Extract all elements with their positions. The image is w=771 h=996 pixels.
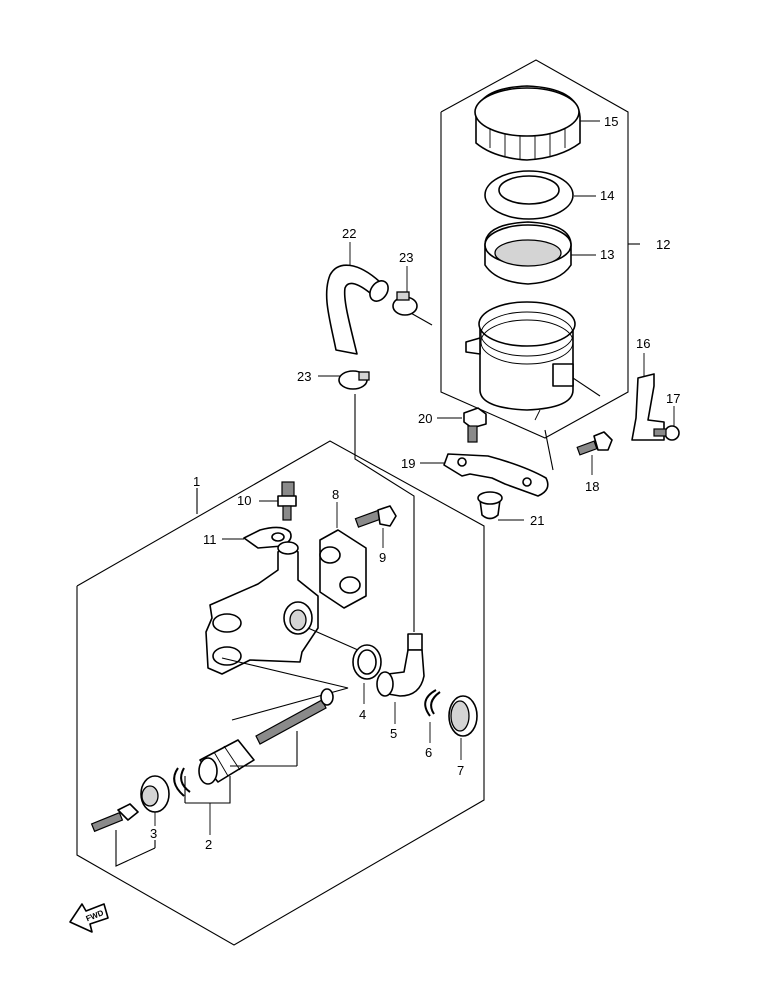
callout-12: 12 bbox=[656, 237, 670, 252]
callout-7: 7 bbox=[457, 763, 464, 778]
reservoir-bracket bbox=[443, 453, 549, 497]
callout-21: 21 bbox=[530, 513, 544, 528]
callout-2: 2 bbox=[205, 837, 212, 852]
callout-11: 11 bbox=[203, 532, 217, 547]
callout-23-upper: 23 bbox=[399, 250, 413, 265]
reservoir-hose bbox=[325, 264, 389, 355]
handlebar-holder bbox=[319, 529, 367, 609]
reservoir-cap bbox=[474, 85, 581, 161]
hose-joint bbox=[376, 633, 425, 697]
hose-clamp-lower bbox=[338, 370, 370, 390]
callout-22: 22 bbox=[342, 226, 356, 241]
holder-bolt bbox=[354, 505, 397, 528]
callout-13: 13 bbox=[600, 247, 614, 262]
push-rod-boot bbox=[140, 775, 170, 813]
reservoir-body bbox=[465, 301, 576, 421]
callout-19: 19 bbox=[401, 456, 415, 471]
grommet bbox=[477, 491, 503, 520]
bolt-18 bbox=[576, 431, 613, 456]
callout-3: 3 bbox=[150, 826, 157, 841]
bolt-20 bbox=[463, 407, 487, 443]
callout-15: 15 bbox=[604, 114, 618, 129]
callout-6: 6 bbox=[425, 745, 432, 760]
diaphragm-plate bbox=[484, 170, 574, 220]
callout-5: 5 bbox=[390, 726, 397, 741]
callout-18: 18 bbox=[585, 479, 599, 494]
screw-17 bbox=[653, 425, 680, 441]
push-rod bbox=[90, 803, 139, 833]
hose-clamp-upper bbox=[392, 291, 418, 316]
callout-17: 17 bbox=[666, 391, 680, 406]
callout-1: 1 bbox=[193, 474, 200, 489]
callout-4: 4 bbox=[359, 707, 366, 722]
circlip-6 bbox=[424, 689, 441, 717]
callout-23-lower: 23 bbox=[297, 369, 311, 384]
callout-labels: 1 2 3 4 5 6 7 8 9 10 11 12 13 14 15 16 1… bbox=[85, 114, 681, 923]
master-cylinder-group-frame bbox=[76, 440, 485, 946]
callout-20: 20 bbox=[418, 411, 432, 426]
callout-10: 10 bbox=[237, 493, 251, 508]
bleeder-valve bbox=[277, 481, 297, 521]
boot bbox=[448, 695, 478, 737]
fwd-arrow-icon bbox=[69, 903, 109, 933]
reservoir-group-frame bbox=[440, 59, 640, 439]
diaphragm bbox=[484, 221, 572, 285]
callout-14: 14 bbox=[600, 188, 614, 203]
mounting-bracket bbox=[631, 373, 665, 441]
o-ring bbox=[352, 644, 382, 680]
piston-assembly bbox=[198, 688, 334, 785]
master-cylinder-body bbox=[205, 541, 319, 675]
callout-8: 8 bbox=[332, 487, 339, 502]
callout-16: 16 bbox=[636, 336, 650, 351]
bleeder-cap-plate bbox=[243, 526, 292, 549]
callout-9: 9 bbox=[379, 550, 386, 565]
